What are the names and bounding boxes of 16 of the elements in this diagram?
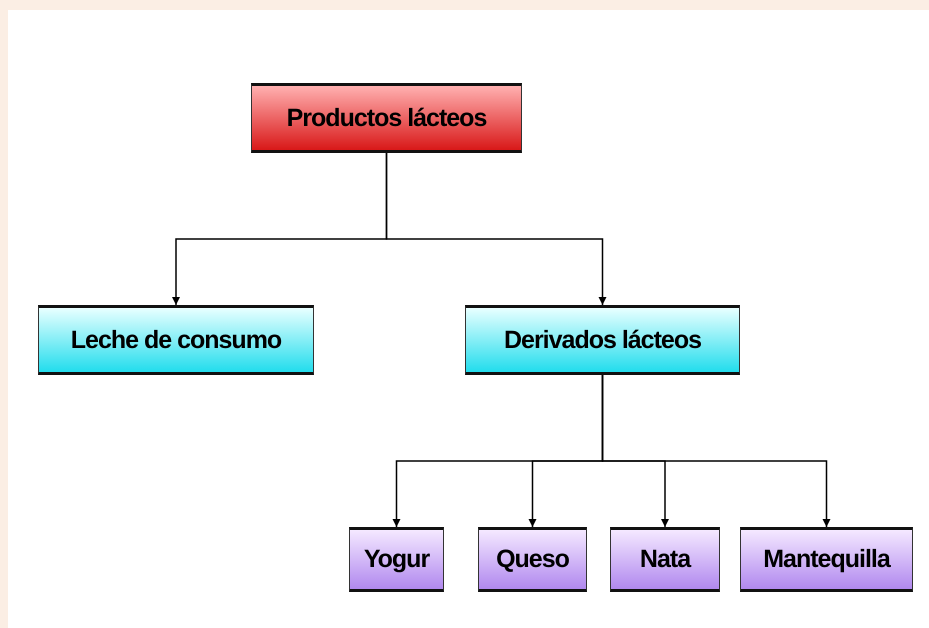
node-label: Derivados lácteos [504, 326, 701, 354]
node-label: Nata [640, 545, 690, 574]
leaf-box [610, 527, 720, 592]
leaf-box [478, 527, 587, 592]
node-label: Yogur [364, 545, 430, 574]
leaf-box [740, 527, 913, 592]
node-label: Queso [496, 545, 569, 574]
arrow [602, 375, 830, 527]
arrow [386, 153, 606, 305]
node-label: Mantequilla [763, 545, 890, 574]
category-box [38, 305, 314, 375]
node-label: Leche de consumo [70, 326, 282, 354]
category-box [465, 305, 740, 375]
leaf-box [349, 527, 444, 592]
root-box [251, 83, 522, 153]
node-label: Productos lácteos [286, 104, 486, 132]
